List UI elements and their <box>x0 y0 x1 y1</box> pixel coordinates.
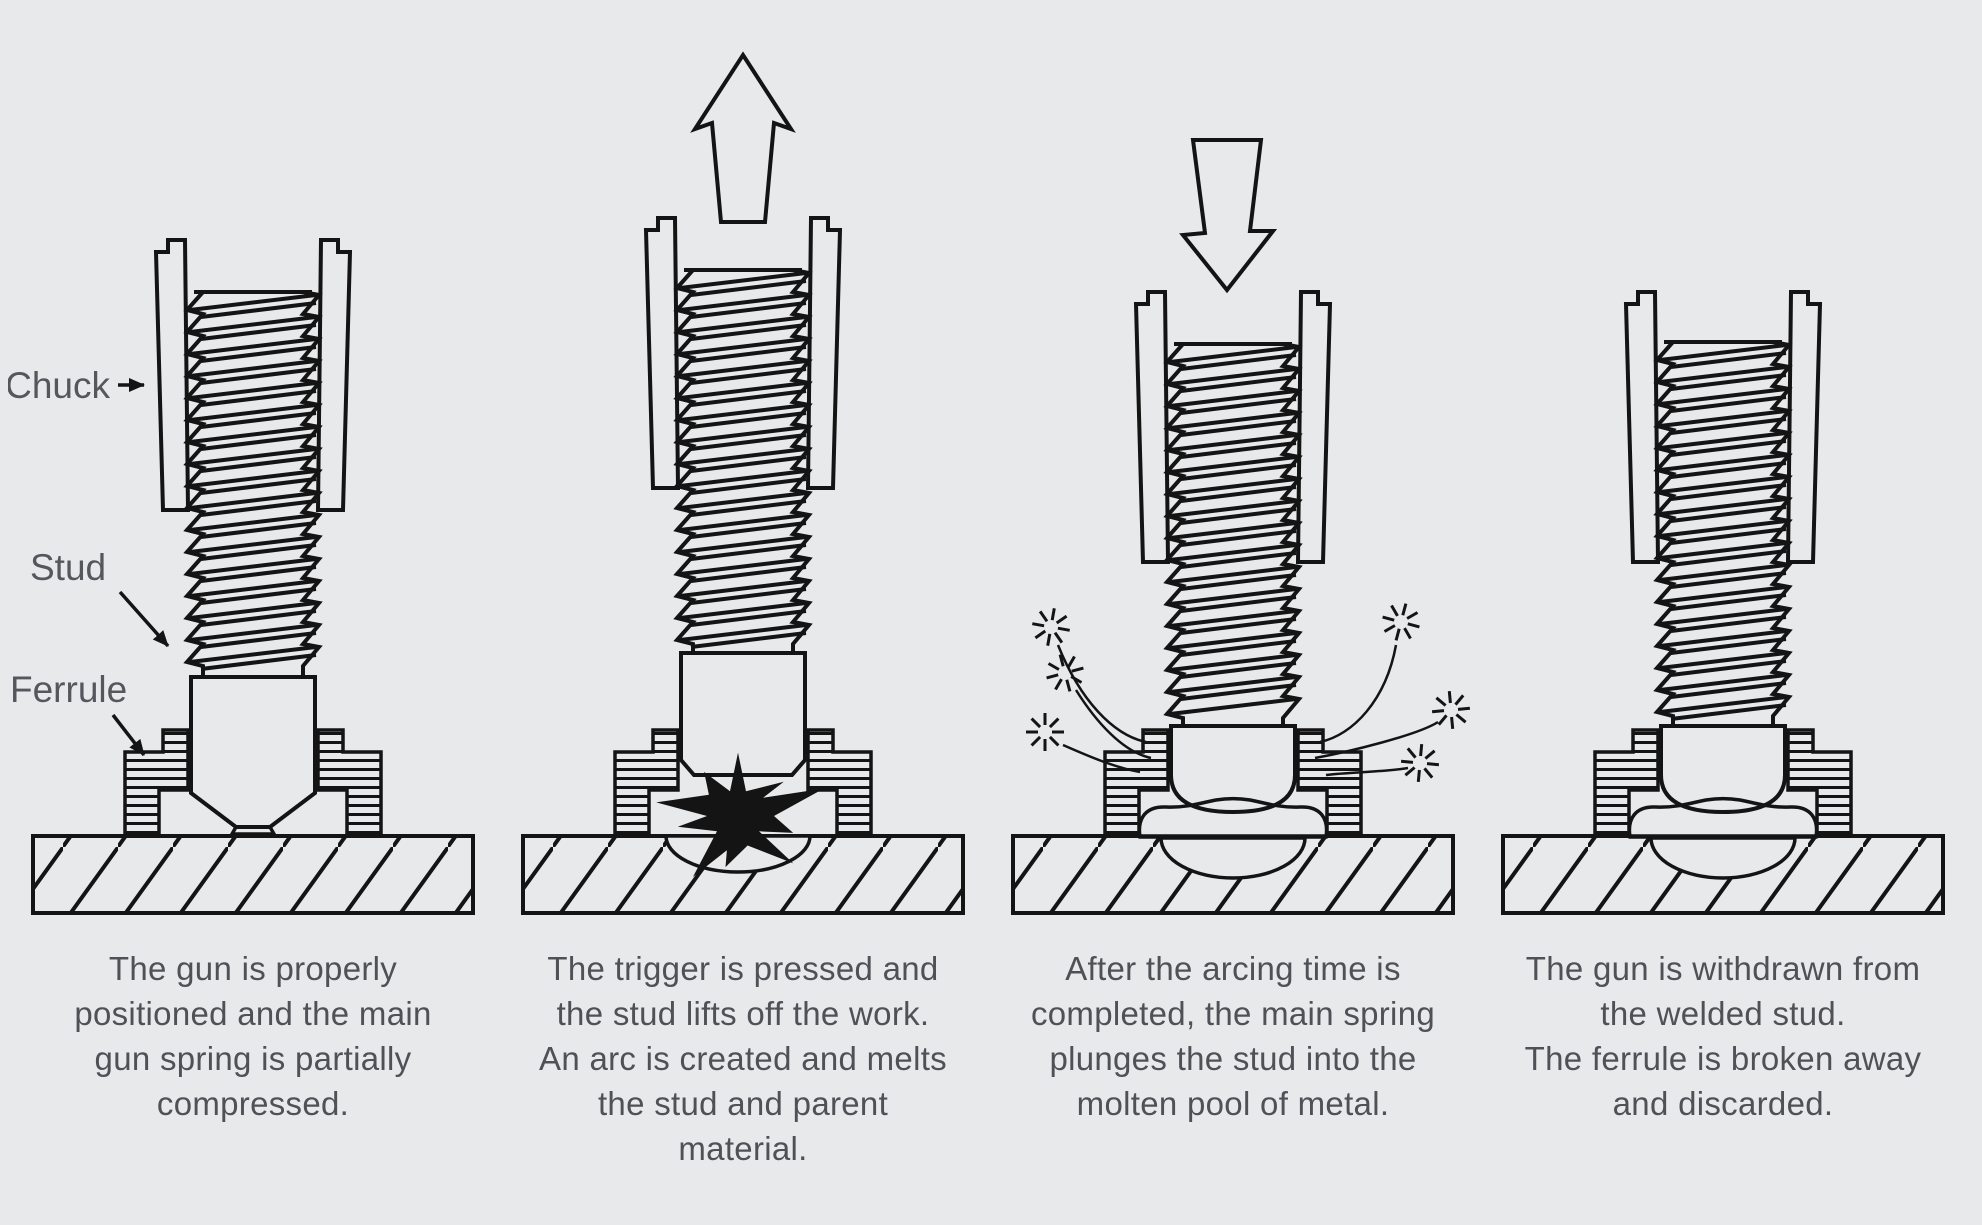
stage-4-diagram <box>1501 290 1945 915</box>
ferrule-left <box>1103 728 1170 838</box>
threaded-stud <box>673 268 813 653</box>
ferrule-right <box>316 728 383 838</box>
stud-body <box>679 651 807 777</box>
panel-stage-3: After the arcing time is completed, the … <box>988 0 1478 1171</box>
chuck-jaw-left <box>1133 290 1171 564</box>
up-arrow-icon <box>690 51 796 224</box>
stud-body <box>1169 724 1297 815</box>
stage-caption: The gun is properly positioned and the m… <box>74 950 432 1122</box>
panel-stage-2: The trigger is pressed and the stud lift… <box>498 0 988 1171</box>
chuck-jaw-right <box>315 238 353 512</box>
chuck-jaw-left <box>1623 290 1661 564</box>
panel-stage-1: Chuck Stud Ferrule The gun is properly p… <box>8 0 498 1171</box>
molten-pool <box>1649 836 1797 880</box>
spark-trails <box>1056 644 1439 777</box>
spark-icon <box>1026 713 1064 751</box>
ferrule-left <box>123 728 190 838</box>
arc-flash-icon <box>656 752 824 877</box>
threaded-stud <box>183 290 323 677</box>
weld-fillet <box>1627 796 1819 839</box>
chuck-jaw-right <box>805 216 843 490</box>
stud-body <box>189 675 317 829</box>
ferrule-left <box>613 728 680 838</box>
stud-label-arrow <box>118 590 170 648</box>
stage-caption: The trigger is pressed and the stud lift… <box>539 950 947 1167</box>
ferrule-right <box>1296 728 1363 838</box>
label-chuck: Chuck <box>8 365 110 406</box>
stage-2-diagram <box>521 51 965 915</box>
down-arrow-icon <box>1179 138 1278 294</box>
panel-stage-4: The gun is withdrawn from the welded stu… <box>1478 0 1968 1171</box>
ferrule-label-arrow <box>111 713 146 757</box>
stud-welding-process-diagram: Chuck Stud Ferrule The gun is properly p… <box>8 0 1968 1171</box>
stud-tip <box>228 825 278 836</box>
chuck-jaw-left <box>153 238 191 512</box>
spark-icon <box>1032 608 1070 646</box>
label-stud: Stud <box>30 547 106 588</box>
ferrule-right <box>1786 728 1853 838</box>
stage-3-diagram <box>1011 138 1471 915</box>
spark-icon <box>1046 654 1084 692</box>
stud-body <box>1659 724 1787 815</box>
stage-1-diagram: Chuck Stud Ferrule <box>8 238 475 915</box>
stage-caption: The gun is withdrawn from the welded stu… <box>1524 950 1922 1122</box>
label-ferrule: Ferrule <box>10 669 127 710</box>
stage-caption: After the arcing time is completed, the … <box>1030 950 1435 1122</box>
molten-pool <box>1159 836 1307 880</box>
spark-icon <box>1431 690 1471 730</box>
threaded-stud <box>1653 340 1793 726</box>
sparks <box>1026 603 1471 783</box>
chuck-jaw-left <box>643 216 681 490</box>
ferrule-right <box>806 728 873 838</box>
base-plate <box>31 834 475 915</box>
weld-fillet <box>1137 796 1329 839</box>
chuck-jaw-right <box>1295 290 1333 564</box>
threaded-stud <box>1163 342 1303 726</box>
chuck-jaw-right <box>1785 290 1823 564</box>
ferrule-left <box>1593 728 1660 838</box>
spark-icon <box>1400 743 1440 783</box>
spark-icon <box>1382 603 1420 641</box>
